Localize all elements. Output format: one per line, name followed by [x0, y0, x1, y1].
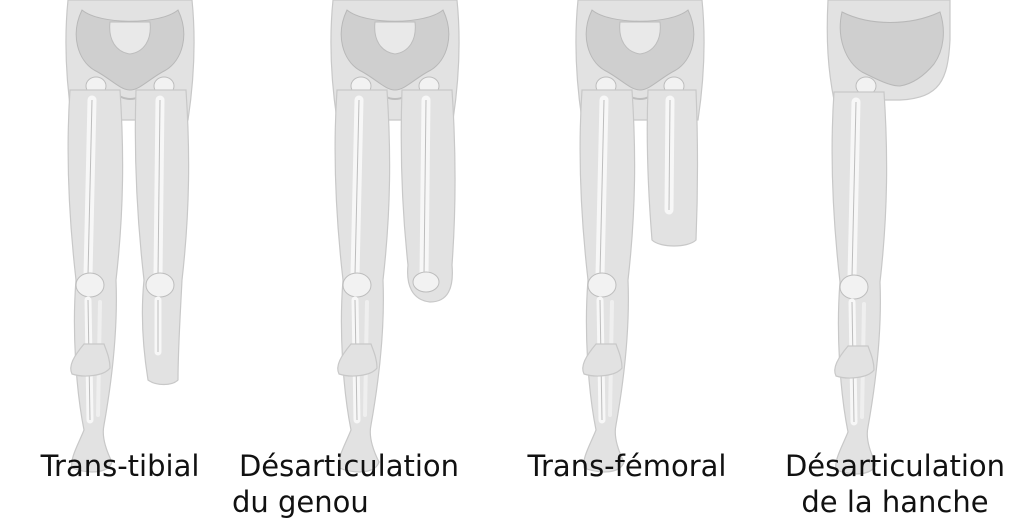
caption-hip-disarticulation: Désarticulation de la hanche — [770, 448, 1020, 520]
caption-hip-disarticulation-line-1: Désarticulation — [770, 448, 1020, 484]
caption-trans-femoral: Trans-fémoral — [502, 448, 752, 484]
hip-disarticulation-illustration — [827, 0, 950, 474]
knee-disarticulation-illustration — [331, 0, 459, 472]
caption-hip-disarticulation-line-2: de la hanche — [770, 484, 1020, 520]
caption-trans-tibial-line-1: Trans-tibial — [0, 448, 245, 484]
trans-tibial-illustration — [66, 0, 194, 472]
caption-knee-disarticulation-line-1: Désarticulation — [224, 448, 474, 484]
caption-knee-disarticulation: Désarticulation du genou — [224, 448, 474, 520]
caption-trans-tibial: Trans-tibial — [0, 448, 245, 484]
trans-femoral-illustration — [576, 0, 704, 472]
caption-knee-disarticulation-line-2: du genou — [224, 484, 474, 520]
caption-trans-femoral-line-1: Trans-fémoral — [502, 448, 752, 484]
